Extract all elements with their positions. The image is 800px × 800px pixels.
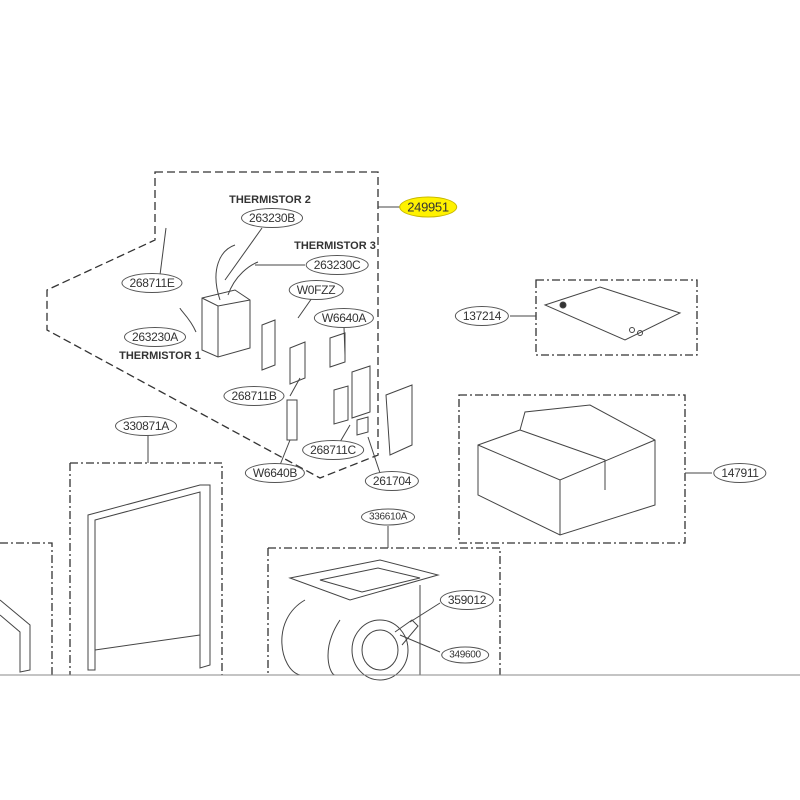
callout-W6640B[interactable]: W6640B [244, 463, 306, 483]
callout-268711C[interactable]: 268711C [302, 440, 364, 460]
callout-263230A[interactable]: 263230A [124, 327, 186, 347]
label-thermistor-1: THERMISTOR 1 [119, 350, 201, 362]
group-boundary-249951 [46, 171, 379, 479]
callout-268711E[interactable]: 268711E [121, 273, 183, 293]
callout-261704[interactable]: 261704 [364, 471, 420, 491]
callout-147911[interactable]: 147911 [713, 463, 767, 483]
callout-137214[interactable]: 137214 [454, 306, 510, 326]
group-boundary-330871A [69, 462, 223, 675]
group-boundary-left [0, 542, 53, 675]
callout-336610A[interactable]: 336610A [361, 508, 415, 526]
label-thermistor-2: THERMISTOR 2 [229, 194, 311, 206]
group-boundary-147911 [458, 394, 686, 544]
callout-330871A[interactable]: 330871A [115, 416, 177, 436]
callout-359012[interactable]: 359012 [439, 590, 495, 610]
callout-263230B[interactable]: 263230B [241, 208, 303, 228]
callout-W0FZZ[interactable]: W0FZZ [288, 280, 344, 300]
callout-349600[interactable]: 349600 [441, 646, 489, 664]
callout-W6640A[interactable]: W6640A [313, 308, 375, 328]
callout-263230C[interactable]: 263230C [305, 255, 369, 275]
group-boundary-336610A [267, 547, 501, 675]
callout-268711B[interactable]: 268711B [223, 386, 285, 406]
group-boundary-137214 [535, 279, 698, 356]
label-thermistor-3: THERMISTOR 3 [294, 240, 376, 252]
callout-249951-highlighted[interactable]: 249951 [399, 196, 457, 218]
